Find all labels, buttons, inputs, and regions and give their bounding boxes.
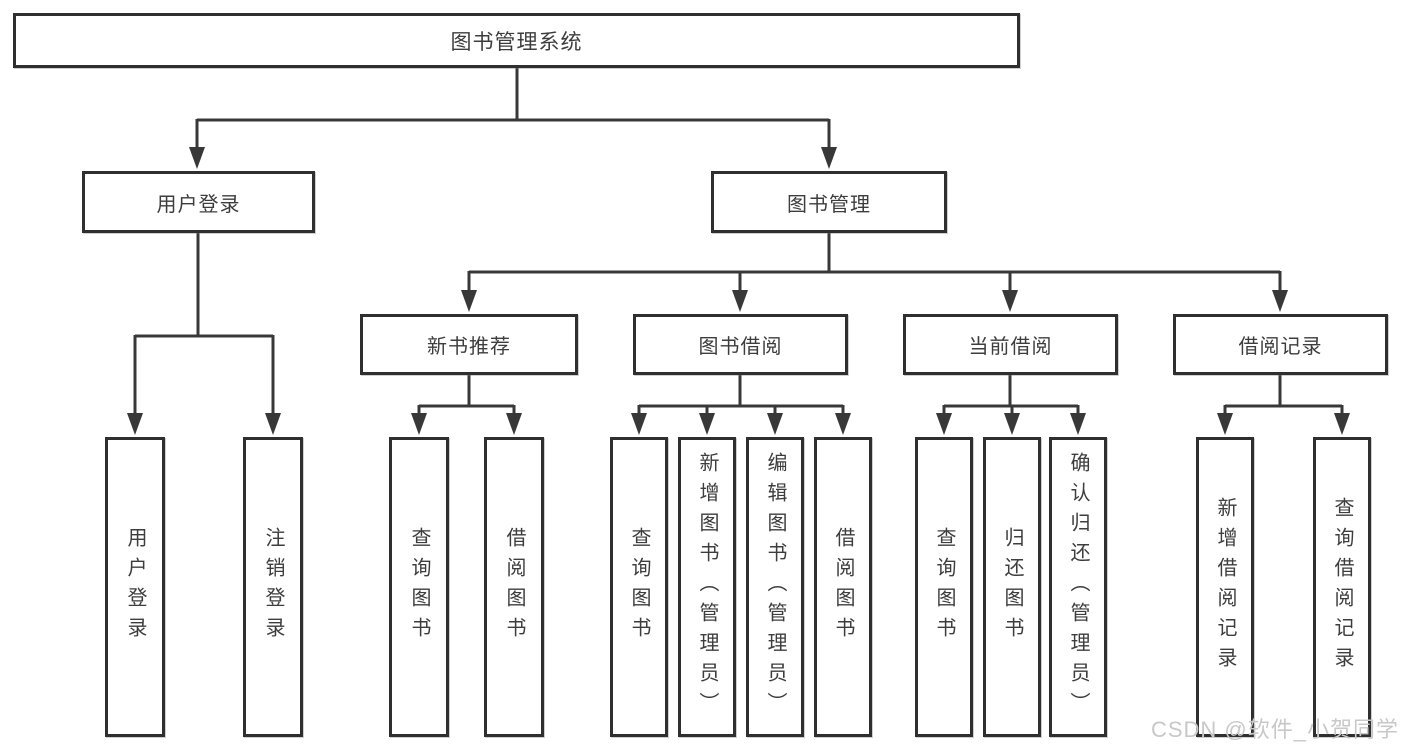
arrowheads-current-borrowing-leaves	[936, 413, 1086, 435]
node-current-borrowing: 当前借阅	[903, 314, 1118, 375]
node-leaf-br-add-record-label: 新增借阅记录	[1214, 497, 1236, 677]
arrowheads-new-book-recommend-leaves	[411, 413, 522, 435]
node-leaf-br-add-record: 新增借阅记录	[1196, 437, 1254, 737]
node-leaf-nbr-borrow-books: 借阅图书	[484, 437, 544, 737]
node-leaf-bb-borrow-books: 借阅图书	[814, 437, 872, 737]
node-leaf-logout-label: 注销登录	[262, 527, 284, 647]
arrowheads-book-borrowing-leaves	[631, 413, 851, 435]
node-leaf-cb-query-books: 查询图书	[915, 437, 973, 737]
node-book-management-label: 图书管理	[787, 193, 871, 216]
node-leaf-bb-add-books-admin: 新增图书（管理员）	[678, 437, 736, 737]
node-leaf-cb-query-books-label: 查询图书	[933, 527, 955, 647]
node-leaf-nbr-borrow-books-label: 借阅图书	[503, 527, 525, 647]
node-leaf-bb-add-books-admin-label: 新增图书（管理员）	[696, 452, 718, 722]
node-book-borrowing-label: 图书借阅	[698, 336, 783, 358]
arrowheads-level3	[461, 290, 1288, 312]
connector-current-borrowing-to-leaves	[942, 375, 1080, 415]
node-user-login-label: 用户登录	[156, 193, 241, 216]
node-leaf-br-query-record-label: 查询借阅记录	[1331, 497, 1353, 677]
connector-book-borrowing-to-leaves	[637, 375, 845, 415]
node-leaf-bb-query-books-label: 查询图书	[628, 527, 650, 647]
node-leaf-user-login: 用户登录	[105, 437, 165, 737]
node-current-borrowing-label: 当前借阅	[968, 336, 1053, 358]
arrowheads-user-login-leaves	[127, 413, 281, 435]
connector-book-management-to-level3	[467, 233, 1282, 293]
node-leaf-logout: 注销登录	[243, 437, 303, 737]
node-leaf-bb-query-books: 查询图书	[610, 437, 668, 737]
node-leaf-nbr-query-books-label: 查询图书	[408, 527, 430, 647]
node-library-management-system-label: 图书管理系统	[450, 30, 583, 54]
node-leaf-user-login-label: 用户登录	[124, 527, 146, 647]
node-book-borrowing: 图书借阅	[633, 314, 848, 375]
node-borrowing-records: 借阅记录	[1173, 314, 1388, 375]
node-leaf-cb-confirm-return-admin-label: 确认归还（管理员）	[1067, 452, 1089, 722]
connector-borrowing-records-to-leaves	[1223, 375, 1344, 415]
node-leaf-nbr-query-books: 查询图书	[389, 437, 449, 737]
connector-user-login-to-leaves	[133, 233, 275, 415]
node-leaf-bb-edit-books-admin: 编辑图书（管理员）	[746, 437, 804, 737]
node-leaf-cb-confirm-return-admin: 确认归还（管理员）	[1049, 437, 1107, 737]
node-leaf-bb-borrow-books-label: 借阅图书	[832, 527, 854, 647]
arrowheads-borrowing-records-leaves	[1217, 413, 1350, 435]
node-book-management: 图书管理	[711, 171, 947, 233]
node-leaf-bb-edit-books-admin-label: 编辑图书（管理员）	[764, 452, 786, 722]
arrowheads-level2	[189, 147, 837, 169]
node-leaf-cb-return-books-label: 归还图书	[1001, 527, 1023, 647]
csdn-watermark: CSDN @软件_小贺同学	[1150, 717, 1399, 742]
node-library-management-system: 图书管理系统	[13, 13, 1020, 68]
connector-new-book-recommend-to-leaves	[417, 375, 516, 415]
node-leaf-br-query-record: 查询借阅记录	[1313, 437, 1371, 737]
node-borrowing-records-label: 借阅记录	[1238, 336, 1323, 358]
node-new-book-recommend-label: 新书推荐	[427, 336, 511, 358]
node-user-login: 用户登录	[82, 171, 315, 233]
node-leaf-cb-return-books: 归还图书	[983, 437, 1041, 737]
node-new-book-recommend: 新书推荐	[360, 314, 578, 375]
connector-root-to-level2	[195, 68, 831, 149]
